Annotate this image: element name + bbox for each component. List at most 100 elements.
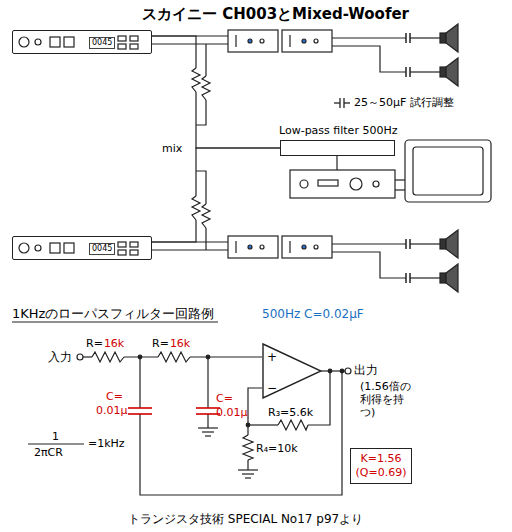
- capacitor-symbol: [406, 33, 410, 283]
- unit-detail: [50, 243, 60, 253]
- legend-capacitor: [334, 102, 340, 103]
- speaker-wire: [410, 71, 440, 72]
- circuit-wire: [190, 356, 262, 357]
- signal-wire: [152, 35, 228, 36]
- circuit-wire: [246, 423, 250, 427]
- amplifier-unit: [314, 245, 318, 249]
- resistor-value: 16k: [170, 337, 190, 350]
- circuit-wire: [139, 357, 140, 408]
- amplifier-unit: [248, 245, 252, 249]
- section-heading: 1KHzのローパスフィルター回路例: [12, 306, 214, 321]
- circuit-wire: [207, 357, 208, 408]
- capacitor-symbol: [128, 407, 152, 409]
- circuit-wire: [207, 414, 208, 428]
- unit-detail: [19, 37, 29, 47]
- woofer-cabinet: [405, 140, 491, 202]
- legend-capacitor: [344, 102, 350, 103]
- resistor-symbol: [201, 76, 211, 100]
- woofer-amplifier: [300, 180, 308, 188]
- unit-detail: [130, 242, 138, 247]
- woofer-amplifier: [290, 170, 395, 198]
- signal-wire: [152, 36, 405, 250]
- circuit-wire: [83, 356, 92, 357]
- gain-box: K=1.56 (Q=0.69): [350, 448, 412, 484]
- unit-detail: [130, 36, 138, 41]
- speaker-wire: [410, 277, 440, 278]
- speaker-symbol: [440, 239, 446, 249]
- capacitor-symbol: [409, 273, 411, 283]
- speaker-wire: [332, 38, 440, 278]
- amplifier-unit: [235, 241, 236, 253]
- speaker-wire: [410, 243, 440, 244]
- speaker-symbol: [446, 24, 458, 52]
- mix-wire: [152, 148, 280, 242]
- circuit-wire: [248, 424, 278, 425]
- diagram-title: スカイニー CH003とMixed-Woofer: [142, 5, 409, 23]
- ground-symbol: [238, 469, 258, 470]
- capacitor-symbol: [405, 273, 407, 283]
- woofer-cabinet: [405, 140, 491, 202]
- caption: トランジスタ技術 SPECIAL No17 p97より: [128, 512, 363, 526]
- resistor-symbol: [191, 68, 201, 92]
- unit-detail: [19, 243, 29, 253]
- capacitor-symbol: [128, 413, 152, 415]
- resistor-symbol: [278, 420, 308, 430]
- ground-symbol: [245, 477, 251, 478]
- unit-detail: [130, 250, 138, 255]
- amplifier-unit: [302, 245, 306, 249]
- speaker-symbol: [446, 264, 458, 292]
- woofer-amplifier: [290, 170, 395, 198]
- resistor-symbol: [158, 352, 190, 362]
- capacitor-symbol: [405, 67, 407, 77]
- circuit-wire: [206, 355, 210, 359]
- signal-wire: [395, 189, 405, 190]
- resistor-symbol: [92, 352, 124, 362]
- capacitor-symbol: [409, 239, 411, 249]
- amplifier-unit: [289, 35, 290, 47]
- amplifier-unit: [260, 245, 264, 249]
- formula-denominator: 2πCR: [34, 446, 63, 459]
- circuit-wire: [345, 368, 351, 374]
- amplifier-unit: [228, 236, 278, 258]
- amplifier-unit: [314, 39, 318, 43]
- capacitor-label: C=: [216, 392, 233, 405]
- node-text: Low-pass filter 500Hz: [279, 124, 397, 137]
- node-text: K=1.56 (Q=0.69): [353, 452, 409, 480]
- input-label: 入力: [48, 350, 72, 364]
- signal-wire: [152, 241, 228, 242]
- capacitor-symbol: [405, 239, 407, 249]
- woofer-amplifier: [373, 181, 379, 187]
- resistor-symbol: [191, 196, 201, 220]
- amplifier-unit: [302, 39, 306, 43]
- legend-capacitor: [339, 98, 340, 108]
- unit-detail: [64, 243, 74, 253]
- circuit-wire: [138, 355, 142, 359]
- ground-symbol: [242, 473, 254, 474]
- resistor-label: R₃=5.6k: [268, 406, 313, 419]
- resistor-symbol: [192, 68, 200, 92]
- fraction-bar: [28, 443, 84, 444]
- capacitor-symbol: [128, 408, 220, 414]
- speaker-symbol: [446, 230, 458, 258]
- resistor-value: 16k: [104, 337, 124, 350]
- unit-detail: [50, 37, 60, 47]
- legend-text: 25～50μF 試行調整: [354, 96, 454, 109]
- ground-symbol: [202, 431, 214, 432]
- amplifier-unit: [248, 39, 252, 43]
- speaker-wire: [332, 243, 406, 244]
- unit-detail: [19, 36, 138, 255]
- signal-wire: [336, 156, 337, 170]
- rack-unit: 0045: [12, 236, 152, 260]
- woofer-cabinet: [413, 147, 483, 195]
- speaker-symbol: [440, 67, 446, 77]
- circuit-wire: [77, 354, 83, 360]
- unit-detail: [35, 245, 41, 251]
- signal-wire: [152, 249, 228, 250]
- speaker-symbol: [440, 273, 446, 283]
- output-label: 出力: [354, 363, 378, 377]
- capacitor-symbol: [409, 67, 411, 77]
- node-text: 0045: [89, 37, 115, 49]
- woofer-amplifier: [318, 180, 338, 186]
- capacitor-label: C=: [106, 390, 123, 403]
- amplifier-unit: [260, 39, 264, 43]
